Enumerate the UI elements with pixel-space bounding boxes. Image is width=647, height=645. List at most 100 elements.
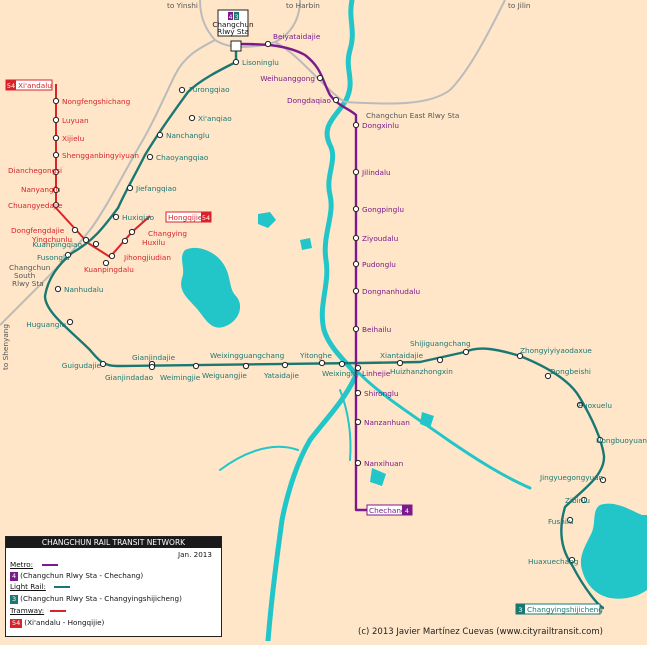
station-jilindalu[interactable]: Jilindalu — [352, 168, 391, 177]
station-marker — [576, 401, 584, 409]
lake-pond-3 — [420, 412, 434, 428]
station-label: Huxiqiao — [122, 213, 155, 222]
direction-labels: to Yinshi to Harbin to Jilin to Shenyang — [1, 1, 531, 370]
station-weiguangjie[interactable]: Weiguangjie — [202, 362, 250, 380]
station-marker — [352, 325, 360, 333]
station-gongpinglu[interactable]: Gongpinglu — [352, 205, 404, 214]
station-weixinglu[interactable]: Weixinglu — [322, 360, 358, 378]
tram-stations: NongfengshichangLuyuanXijieluShengganbin… — [8, 97, 187, 274]
station-shijiguangchang[interactable]: Shijiguangchang — [410, 339, 471, 356]
station-marker — [264, 40, 272, 48]
main-river — [265, 0, 359, 644]
station-xiantaidajie[interactable]: Xiantaidajie — [380, 351, 424, 367]
station-luyuan[interactable]: Luyuan — [52, 116, 89, 125]
station-dongdaqiao[interactable]: Dongdaqiao — [287, 96, 340, 105]
station-label: Huxilu — [142, 238, 165, 247]
station-pudonglu[interactable]: Pudonglu — [352, 260, 396, 269]
station-marker — [64, 251, 72, 259]
station-furongqiao[interactable]: Furongqiao — [178, 85, 230, 94]
station-nanchanglu[interactable]: Nanchanglu — [156, 131, 210, 140]
station-nanhudalu[interactable]: Nanhudalu — [54, 285, 104, 294]
station-label: Yataidajie — [263, 371, 299, 380]
station-marker — [242, 362, 250, 370]
station-jiefangqiao[interactable]: Jiefangqiao — [126, 184, 177, 193]
station-weihuanggong[interactable]: Weihuanggong — [260, 74, 324, 83]
station-zibinlu[interactable]: Zibinlu — [565, 496, 590, 505]
terminus-chechang[interactable]: 4 Chechang — [366, 504, 413, 516]
legend-metro-label: Metro: — [10, 560, 34, 569]
station-beihailu[interactable]: Beihailu — [352, 325, 391, 334]
station-guigudajie[interactable]: Guigudajie — [62, 360, 107, 370]
station-label: Nongbuoyuan — [596, 436, 647, 445]
station-buoxuelu[interactable]: Buoxuelu — [576, 401, 612, 410]
station-dianchegongsi[interactable]: Dianchegongsi — [8, 166, 62, 176]
svg-text:Changyingshijicheng: Changyingshijicheng — [527, 605, 603, 614]
station-changying[interactable]: Changying — [128, 228, 187, 238]
station-nongfengshichang[interactable]: Nongfengshichang — [52, 97, 130, 106]
station-label: Jiefangqiao — [135, 184, 177, 193]
station-yingchunlu[interactable]: Yingchunlu — [31, 235, 90, 244]
station-jihongjiudian[interactable]: Jihongjiudian — [108, 252, 171, 262]
station-dongxinlu[interactable]: Dongxinlu — [352, 121, 399, 130]
station-nongbuoyuan[interactable]: Nongbuoyuan — [596, 436, 647, 445]
station-shengganbingyiyuan[interactable]: Shengganbingyiyuan — [52, 151, 139, 160]
terminus-hongqijie[interactable]: 54 Hongqijie — [165, 211, 212, 223]
station-ziyoudalu[interactable]: Ziyoudalu — [352, 234, 398, 243]
station-fusonglu[interactable]: Fusonglu — [37, 251, 72, 262]
station-zhongyiyiyaodaxue[interactable]: Zhongyiyiyaodaxue — [516, 346, 592, 360]
station-xijielu[interactable]: Xijielu — [52, 134, 84, 143]
svg-text:54: 54 — [7, 82, 15, 90]
station-marker — [108, 252, 116, 260]
river-branch-east — [356, 370, 532, 490]
station-fushilu[interactable]: Fushilu — [548, 516, 574, 526]
station-chuangyedajie[interactable]: Chuangyedajie — [8, 201, 63, 210]
station-huxilu[interactable]: Huxilu — [121, 237, 165, 247]
legend-light-swatch — [54, 586, 70, 588]
dir-harbin: to Harbin — [286, 1, 320, 10]
station-gianjindadao[interactable]: Gianjindadao — [105, 363, 156, 382]
station-nanyanglu[interactable]: Nanyanglu — [21, 185, 60, 194]
station-jingyuegongyuan[interactable]: Jingyuegongyuan — [539, 473, 607, 484]
station-shironglu[interactable]: Shironglu — [354, 389, 399, 398]
station-dongnanhudalu[interactable]: Dongnanhudalu — [352, 287, 420, 296]
station-yitonghe[interactable]: Yitonghe — [299, 351, 332, 367]
station-marker — [71, 226, 79, 234]
station-nanzanhuan[interactable]: Nanzanhuan — [354, 418, 410, 427]
hub-badge-line4 — [228, 12, 233, 20]
station-label: Nanchanglu — [166, 131, 210, 140]
station-nanxihuan[interactable]: Nanxihuan — [354, 459, 403, 468]
station-label: Furongqiao — [189, 85, 230, 94]
dir-jilin: to Jilin — [508, 1, 531, 10]
station-dongbeishi[interactable]: Dongbeishi — [544, 367, 591, 380]
station-huaxuechang[interactable]: Huaxuechang — [528, 556, 578, 566]
terminus-xiandalu[interactable]: 54 Xi'andalu — [5, 79, 53, 91]
station-xi-anqiao[interactable]: Xi'anqiao — [188, 114, 232, 123]
legend-light-route: 3(Changchun Rlwy Sta - Changyingshijiche… — [10, 594, 182, 604]
station-lisoninglu[interactable]: Lisoninglu — [232, 58, 279, 67]
station-dongfengdajie[interactable]: Dongfengdajie — [11, 226, 79, 235]
station-marker — [354, 459, 362, 467]
station-yataidajie[interactable]: Yataidajie — [263, 361, 299, 380]
station-label: Gianjindadao — [105, 373, 154, 382]
station-kuanpingdalu[interactable]: Kuanpingdalu — [84, 259, 134, 274]
station-chaoyangqiao[interactable]: Chaoyangqiao — [146, 153, 209, 162]
station-marker — [566, 516, 574, 524]
station-marker — [148, 363, 156, 371]
station-huizhanzhongxin[interactable]: Huizhanzhongxin — [390, 356, 453, 376]
station-weimingjie[interactable]: Weimingjie — [160, 362, 201, 382]
station-marker — [354, 418, 362, 426]
station-beiyataidajie[interactable]: Beiyataidajie — [264, 32, 321, 48]
hub-station[interactable]: 4 3 Changchun Rlwy Sta — [212, 9, 254, 52]
station-kuanpingqiao[interactable]: Kuanpingqiao — [32, 240, 100, 249]
station-linhejie[interactable]: Linhejie — [354, 364, 391, 378]
station-label: Huaxuechang — [528, 557, 578, 566]
station-marker — [516, 352, 524, 360]
station-marker — [178, 86, 186, 94]
station-marker — [318, 359, 326, 367]
terminus-changyingshijicheng[interactable]: 3 Changyingshijicheng — [515, 603, 603, 615]
station-huxiqiao[interactable]: Huxiqiao — [112, 213, 155, 222]
station-huguanglu[interactable]: Huguanglu — [26, 318, 74, 329]
station-marker — [112, 213, 120, 221]
station-marker — [102, 259, 110, 267]
